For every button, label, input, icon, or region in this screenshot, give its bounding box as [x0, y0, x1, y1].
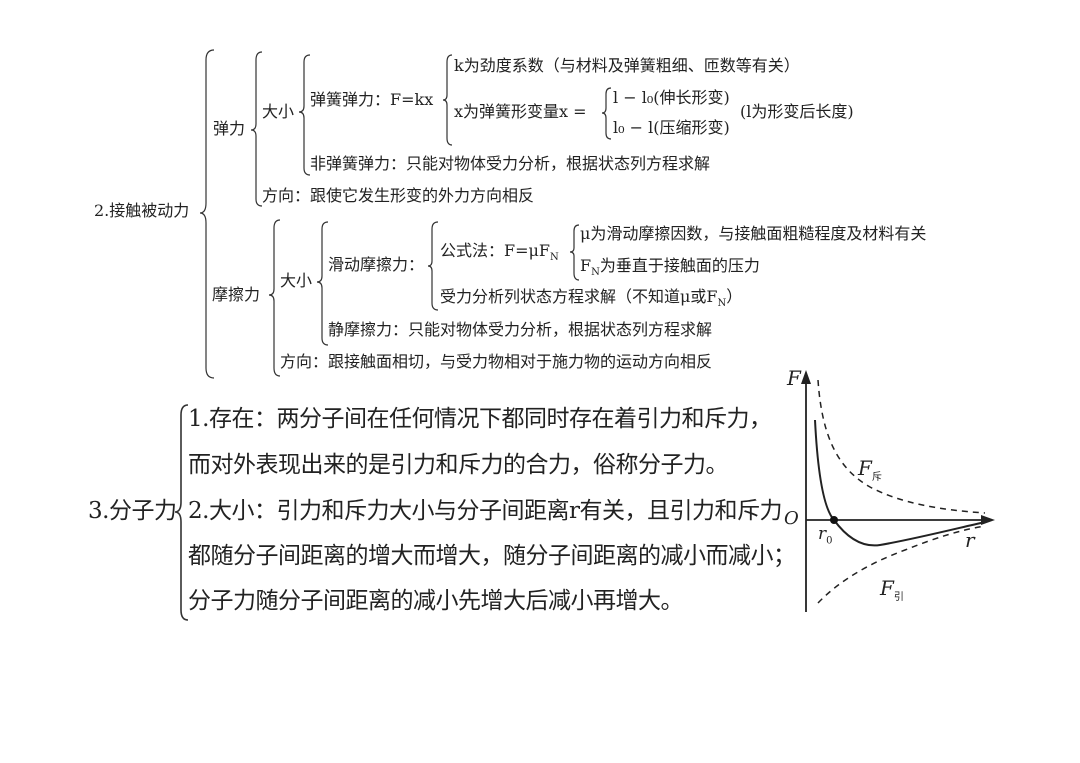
k-description: k为劲度系数（与材料及弹簧粗细、匝数等有关）	[454, 56, 800, 75]
repulsive-symbol: F	[858, 456, 872, 480]
formula-text: 公式法：F=μF	[440, 241, 551, 260]
x-description: x为弹簧形变量x =	[454, 102, 587, 121]
fn-description: FN为垂直于接触面的压力	[580, 258, 760, 278]
r0-point	[830, 516, 838, 524]
brace-sliding	[427, 221, 439, 311]
r0-subscript: 0	[826, 535, 833, 547]
graph-origin-label: O	[784, 508, 799, 529]
non-spring-text: 非弹簧弹力：只能对物体受力分析，根据状态列方程求解	[310, 154, 711, 173]
brace-friction	[268, 219, 281, 377]
brace-x-cases	[601, 87, 612, 140]
molecular-line4: 都随分子间距离的增大而增大，随分子间距离的减小而减小；	[188, 543, 796, 569]
graph-y-label: F	[787, 366, 801, 390]
analysis-text: 受力分析列状态方程求解（不知道μ或F	[440, 287, 718, 306]
molecular-line3: 2.大小：引力和斥力大小与分子间距离r有关，且引力和斥力	[188, 498, 782, 524]
brace-formula	[569, 224, 580, 281]
analysis-method: 受力分析列状态方程求解（不知道μ或FN）	[440, 289, 742, 309]
elastic-magnitude-label: 大小	[262, 102, 295, 121]
force-graph	[801, 370, 995, 612]
graph-x-label: r	[965, 528, 975, 552]
analysis-subscript: N	[717, 298, 727, 310]
sliding-friction-label: 滑动摩擦力：	[328, 255, 425, 274]
mu-description: μ为滑动摩擦因数，与接触面粗糙程度及材料有关	[580, 224, 927, 243]
graph-repulsive-label: F斥	[858, 458, 882, 483]
brace-spring	[442, 54, 453, 146]
brace-section2	[199, 49, 215, 379]
spring-force-text: 弹簧弹力：F=kx	[310, 90, 434, 109]
brace-elastic-size	[298, 54, 311, 176]
analysis-end: ）	[726, 287, 743, 306]
graph-attractive-label: F引	[880, 578, 904, 603]
fn-rest: 为垂直于接触面的压力	[599, 256, 760, 275]
brace-friction-size	[316, 221, 329, 346]
static-friction-text: 静摩擦力：只能对物体受力分析，根据状态列方程求解	[328, 320, 713, 339]
molecular-line2: 而对外表现出来的是引力和斥力的合力，俗称分子力。	[188, 452, 729, 478]
fn-symbol: F	[580, 256, 592, 275]
attractive-subscript: 引	[893, 592, 904, 603]
compress-case: l₀ − l(压缩形变)	[613, 118, 730, 137]
friction-label: 摩擦力	[212, 285, 261, 304]
molecular-line1: 1.存在：两分子间在任何情况下都同时存在着引力和斥力，	[188, 406, 772, 432]
attractive-curve	[817, 525, 986, 604]
elastic-direction: 方向：跟使它发生形变的外力方向相反	[262, 186, 535, 205]
graph-r0-label: r0	[818, 526, 833, 546]
r0-symbol: r	[818, 524, 827, 544]
brace-section3	[174, 404, 189, 621]
l-note: (l为形变后长度)	[740, 102, 854, 121]
formula-subscript: N	[550, 252, 559, 264]
resultant-curve	[814, 419, 986, 547]
stretch-case: l − l₀(伸长形变)	[613, 88, 730, 107]
x-axis-arrow	[981, 515, 995, 525]
formula-method: 公式法：F=μFN	[440, 243, 559, 263]
molecular-line5: 分子力随分子间距离的减小先增大后减小再增大。	[188, 588, 684, 614]
y-axis-arrow	[801, 370, 811, 384]
elastic-label: 弹力	[213, 119, 246, 138]
fn-subscript: N	[591, 267, 600, 279]
friction-direction: 方向：跟接触面相切，与受力物相对于施力物的运动方向相反	[280, 352, 713, 371]
repulsive-curve	[817, 379, 986, 514]
section3-title: 3.分子力	[88, 498, 177, 524]
attractive-symbol: F	[880, 576, 894, 600]
repulsive-subscript: 斥	[871, 472, 882, 483]
brace-elastic	[250, 51, 263, 207]
friction-magnitude-label: 大小	[280, 271, 313, 290]
section2-title: 2.接触被动力	[94, 201, 190, 220]
